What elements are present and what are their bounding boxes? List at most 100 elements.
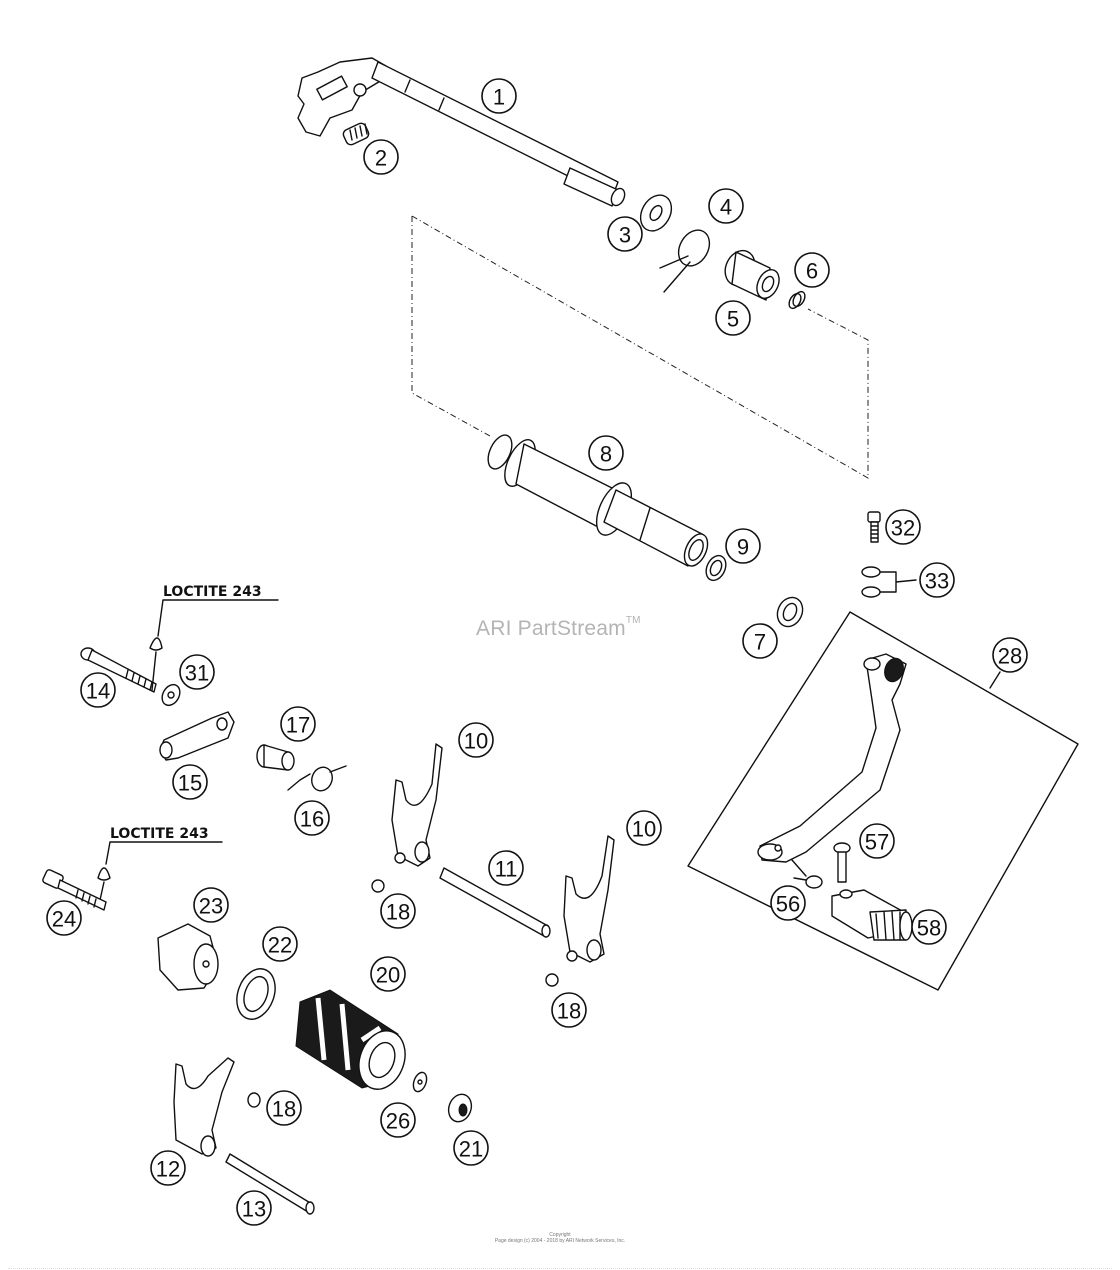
part-screw-32[interactable]: [867, 511, 881, 543]
callout-26[interactable]: 26: [380, 1102, 416, 1138]
callout-circle[interactable]: [551, 992, 587, 1028]
callout-18[interactable]: 18: [380, 893, 416, 929]
callout-circle[interactable]: [453, 1130, 489, 1166]
part-bearing-22[interactable]: [230, 963, 282, 1024]
part-spring[interactable]: [342, 122, 371, 147]
part-shift-drum[interactable]: [295, 989, 413, 1096]
callout-24[interactable]: 24: [46, 900, 82, 936]
part-circlip[interactable]: [787, 290, 808, 311]
callout-33[interactable]: 33: [919, 562, 955, 598]
part-lock-washers[interactable]: [861, 566, 917, 598]
callout-5[interactable]: 5: [715, 300, 751, 336]
callout-circle[interactable]: [179, 654, 215, 690]
callout-18[interactable]: 18: [551, 992, 587, 1028]
callout-14[interactable]: 14: [80, 672, 116, 708]
callout-circle[interactable]: [859, 823, 895, 859]
callout-circle[interactable]: [481, 78, 517, 114]
callout-circle[interactable]: [294, 800, 330, 836]
part-washer-9[interactable]: [702, 552, 729, 583]
callout-circle[interactable]: [715, 300, 751, 336]
part-roller-18a[interactable]: [371, 879, 385, 893]
callout-4[interactable]: 4: [708, 188, 744, 224]
part-locking-lever[interactable]: [159, 711, 235, 761]
callout-6[interactable]: 6: [794, 252, 830, 288]
part-roller-17[interactable]: [256, 744, 295, 771]
callout-15[interactable]: 15: [172, 764, 208, 800]
callout-circle[interactable]: [794, 252, 830, 288]
callout-circle[interactable]: [280, 706, 316, 742]
callout-circle[interactable]: [193, 887, 229, 923]
callout-circle[interactable]: [488, 850, 524, 886]
part-bushing-5[interactable]: [720, 246, 784, 302]
callout-16[interactable]: 16: [294, 800, 330, 836]
callout-circle[interactable]: [992, 637, 1028, 673]
callout-circle[interactable]: [380, 893, 416, 929]
callout-20[interactable]: 20: [370, 956, 406, 992]
part-shift-fork-10a[interactable]: [391, 743, 443, 867]
callout-17[interactable]: 17: [280, 706, 316, 742]
part-shift-drum-locating[interactable]: [157, 923, 219, 991]
part-shift-fork-shaft-13[interactable]: [225, 1153, 315, 1215]
callout-circle[interactable]: [172, 764, 208, 800]
callout-3[interactable]: 3: [607, 216, 643, 252]
callout-circle[interactable]: [46, 900, 82, 936]
callout-circle[interactable]: [770, 885, 806, 921]
callout-12[interactable]: 12: [150, 1150, 186, 1186]
callout-1[interactable]: 1: [481, 78, 517, 114]
callout-circle[interactable]: [607, 216, 643, 252]
callout-56[interactable]: 56: [770, 885, 806, 921]
part-shift-lever-assembly[interactable]: [687, 611, 1079, 991]
part-screw-24[interactable]: [42, 869, 107, 911]
callout-circle[interactable]: [919, 562, 955, 598]
callout-2[interactable]: 2: [363, 139, 399, 175]
callout-circle[interactable]: [742, 623, 778, 659]
callout-circle[interactable]: [626, 810, 662, 846]
callout-circle[interactable]: [885, 509, 921, 545]
callout-58[interactable]: 58: [911, 909, 947, 945]
callout-7[interactable]: 7: [742, 623, 778, 659]
part-bearing-21[interactable]: [445, 1091, 475, 1125]
callout-number: 9: [737, 535, 749, 560]
callout-18[interactable]: 18: [266, 1090, 302, 1126]
callout-21[interactable]: 21: [453, 1130, 489, 1166]
part-leg-spring[interactable]: [287, 764, 347, 793]
part-bolt-14[interactable]: [80, 647, 157, 693]
callout-28[interactable]: 28: [992, 637, 1028, 673]
callout-circle[interactable]: [262, 926, 298, 962]
callout-circle[interactable]: [458, 722, 494, 758]
part-seal-ring[interactable]: [773, 593, 807, 630]
callout-10[interactable]: 10: [458, 722, 494, 758]
part-washer-31[interactable]: [159, 681, 184, 708]
part-shaft-sleeve[interactable]: [483, 431, 712, 569]
callout-circle[interactable]: [380, 1102, 416, 1138]
part-roller-18b[interactable]: [545, 973, 559, 987]
callout-9[interactable]: 9: [725, 528, 761, 564]
callout-23[interactable]: 23: [193, 887, 229, 923]
callout-circle[interactable]: [363, 139, 399, 175]
callout-circle[interactable]: [80, 672, 116, 708]
callout-11[interactable]: 11: [488, 850, 524, 886]
callout-32[interactable]: 32: [885, 509, 921, 545]
part-shift-shaft[interactable]: [297, 57, 627, 208]
callout-circle[interactable]: [588, 435, 624, 471]
callout-8[interactable]: 8: [588, 435, 624, 471]
part-roller-18c[interactable]: [247, 1092, 261, 1108]
callout-57[interactable]: 57: [859, 823, 895, 859]
callout-31[interactable]: 31: [179, 654, 215, 690]
part-washer-3[interactable]: [634, 190, 677, 237]
callout-circle[interactable]: [150, 1150, 186, 1186]
part-shift-fork-shaft-11[interactable]: [439, 867, 551, 938]
callout-circle[interactable]: [725, 528, 761, 564]
callout-circle[interactable]: [911, 909, 947, 945]
part-return-spring[interactable]: [659, 225, 716, 293]
part-shift-fork-10b[interactable]: [563, 835, 615, 963]
callout-13[interactable]: 13: [236, 1190, 272, 1226]
callout-circle[interactable]: [266, 1090, 302, 1126]
callout-circle[interactable]: [708, 188, 744, 224]
part-shift-fork-12[interactable]: [173, 1057, 235, 1157]
callout-circle[interactable]: [236, 1190, 272, 1226]
callout-22[interactable]: 22: [262, 926, 298, 962]
callout-circle[interactable]: [370, 956, 406, 992]
part-washer-26[interactable]: [411, 1071, 429, 1094]
callout-10[interactable]: 10: [626, 810, 662, 846]
